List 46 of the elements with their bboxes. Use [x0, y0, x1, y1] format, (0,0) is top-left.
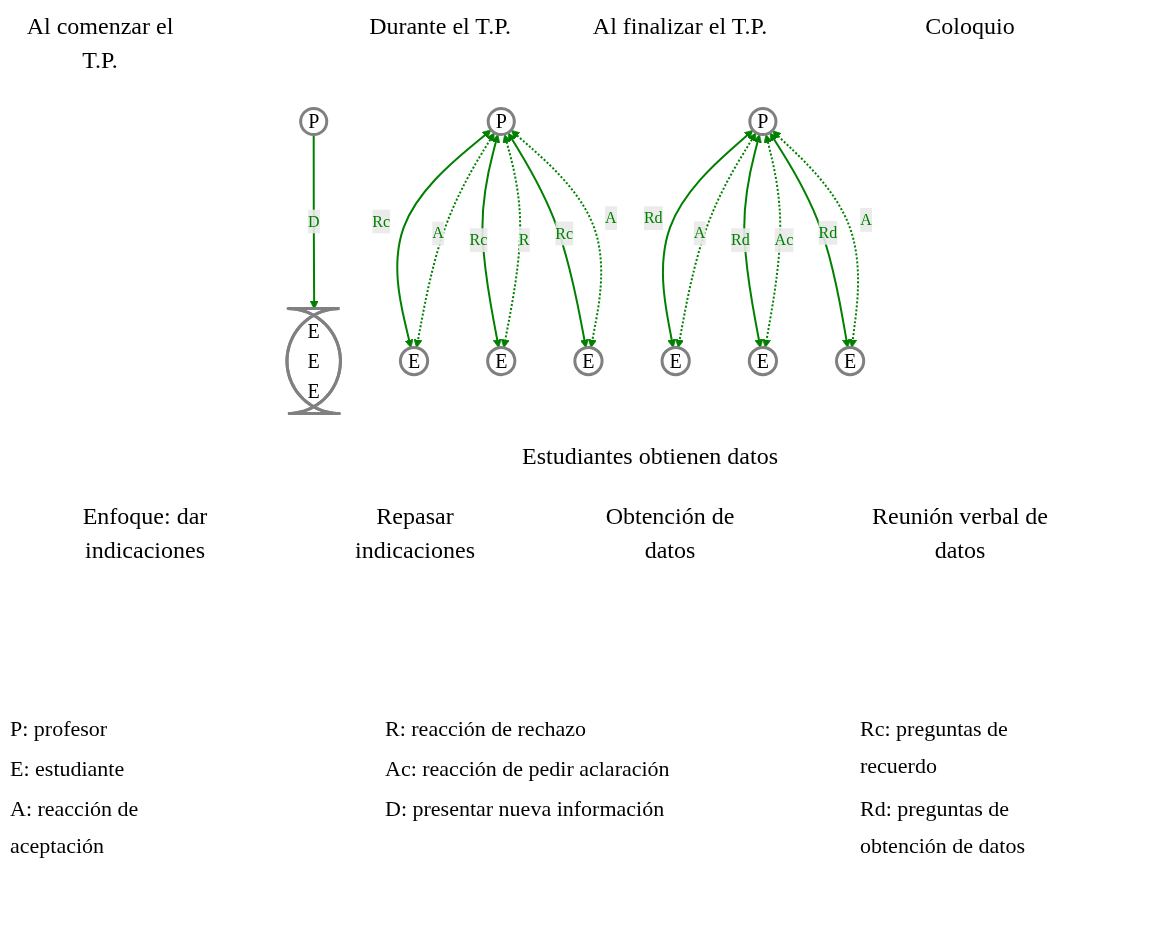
column-heading: Al comenzar el T.P.	[25, 12, 175, 75]
arrow	[743, 134, 764, 349]
node-circle: E	[399, 345, 430, 377]
edge-label: D	[308, 212, 320, 230]
abbreviation-note: Ac: reacción de pedir aclaración	[385, 755, 671, 783]
caption-text: Repasar indicaciones	[354, 502, 476, 565]
edge-label: Ac	[774, 231, 794, 249]
node-circle: E	[660, 345, 691, 377]
column-heading: Al finalizar el T.P.	[591, 12, 769, 41]
arrow	[511, 130, 603, 349]
note-text: Estudiantes obtienen datos	[521, 442, 779, 471]
edge-label: Rd	[644, 209, 663, 227]
abbreviation-note: Rc: preguntas de recuerdo	[860, 715, 1009, 781]
arrow	[507, 132, 589, 349]
arrow	[481, 134, 502, 349]
abbreviation-note: Rd: preguntas de obtención de datos	[860, 795, 1026, 861]
edge-label: A	[432, 224, 444, 242]
node-circle: P	[299, 106, 329, 137]
caption-text: Enfoque: dar indicaciones	[81, 502, 209, 565]
node-circle: E	[835, 345, 866, 377]
column-heading: Durante el T.P.	[368, 12, 512, 41]
arrow	[662, 130, 754, 349]
edge-label: R	[519, 231, 530, 249]
abbreviation-note: R: reacción de rechazo	[385, 715, 587, 743]
edge-label: A	[860, 210, 872, 228]
node-circle: E	[747, 345, 779, 377]
node-circle: E	[486, 345, 517, 377]
abbreviation-note: D: presentar nueva información	[385, 795, 666, 823]
arrow	[396, 129, 492, 349]
caption-text: Reunión verbal de datos	[871, 502, 1049, 565]
edge-label: Rc	[372, 212, 391, 230]
arrow	[762, 134, 782, 348]
edge-label: Rc	[555, 224, 574, 242]
node-circle: P	[486, 106, 516, 137]
edge-label: A	[693, 224, 706, 242]
edge-label: Rd	[818, 223, 838, 241]
edge-label: Rd	[731, 231, 750, 249]
abbreviation-note: A: reacción de aceptación	[10, 795, 140, 861]
abbreviation-note: P: profesor	[10, 715, 109, 743]
node-circle: P	[748, 106, 778, 137]
abbreviation-note: E: estudiante	[10, 755, 126, 783]
column-heading: Coloquio	[924, 12, 1016, 41]
node-circle: E	[573, 345, 604, 377]
edge-label: A	[605, 209, 617, 227]
caption-text: Obtención de datos	[604, 502, 736, 565]
edge-label: Rc	[469, 231, 488, 249]
